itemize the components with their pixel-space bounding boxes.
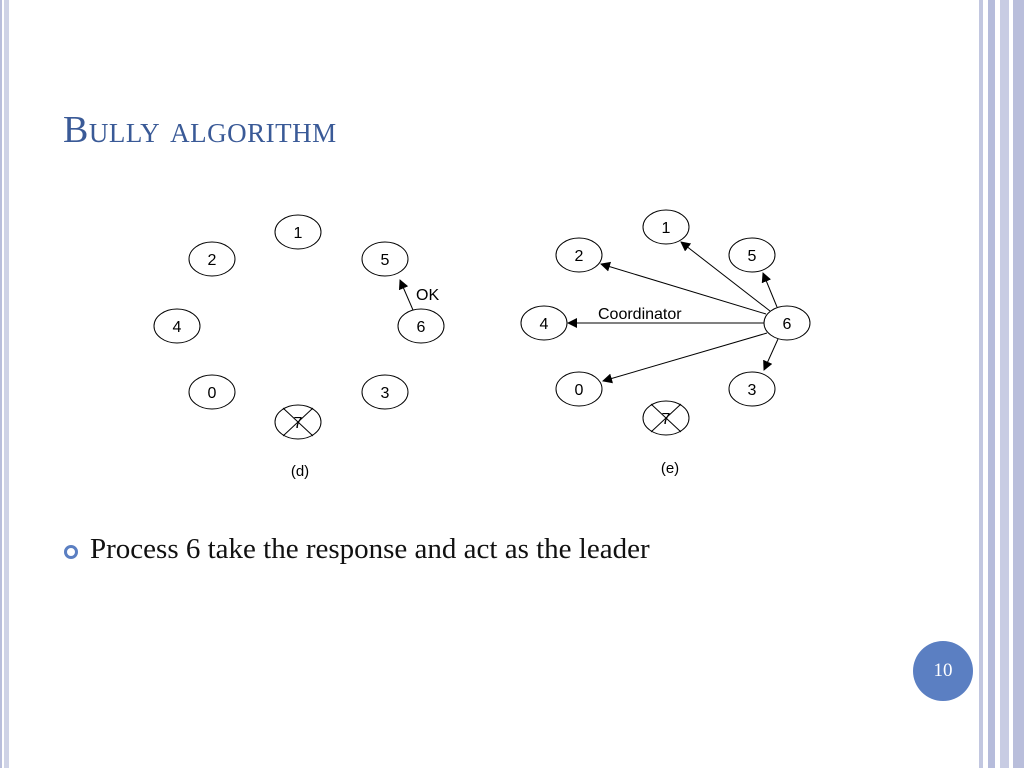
panel-d-node-7-label: 7 [294,415,303,432]
panel-e-node-5: 5 [728,237,776,273]
panel-d-ok-label: OK [416,287,439,304]
panel-e-arrow-to-0 [602,332,768,384]
panel-e-node-2-label: 2 [575,248,584,265]
slide-title: Bully algorithm [63,109,337,151]
bullet-circle-icon [64,544,78,559]
panel-e-node-6-label: 6 [783,316,792,333]
panel-d-node-5-label: 5 [381,252,390,269]
panel-d-node-2: 2 [188,241,236,277]
panel-d-node-4-label: 4 [173,319,182,336]
bullet-item: Process 6 take the response and act as t… [64,533,650,566]
panel-e-node-7-crashed: 7 [642,400,690,436]
panel-e-node-5-label: 5 [748,248,757,265]
panel-d-node-1-label: 1 [294,225,303,242]
panel-d-ok-arrow [398,279,414,311]
panel-d-caption: (d) [291,463,309,480]
panel-d-node-6: 6 [397,308,445,344]
panel-d-node-0: 0 [188,374,236,410]
panel-d-node-3: 3 [361,374,409,410]
panel-e-node-3-label: 3 [748,382,757,399]
panel-d-node-4: 4 [153,308,201,344]
panel-e-node-0: 0 [555,371,603,407]
panel-e-node-1-label: 1 [662,220,671,237]
page-number-badge: 10 [913,641,973,701]
panel-d-node-7-crashed: 7 [274,404,322,440]
panel-e-node-4-label: 4 [540,316,549,333]
panel-e-node-0-label: 0 [575,382,584,399]
panel-d-node-1: 1 [274,214,322,250]
panel-e-node-1: 1 [642,209,690,245]
panel-e-node-4: 4 [520,305,568,341]
panel-e-arrow-to-2 [600,261,767,315]
panel-d-node-6-label: 6 [417,319,426,336]
panel-e-arrow-to-1 [680,241,771,312]
bully-algorithm-diagram: 1 2 5 4 6 0 3 7 [153,209,811,480]
panel-e-node-2: 2 [555,237,603,273]
panel-d-node-2-label: 2 [208,252,217,269]
panel-e-node-7-label: 7 [662,411,671,428]
panel-d-node-3-label: 3 [381,385,390,402]
panel-e-arrow-to-3 [763,338,779,371]
bullet-text: Process 6 take the response and act as t… [90,533,650,565]
panel-d-node-5: 5 [361,241,409,277]
panel-e-coordinator-label: Coordinator [598,306,682,323]
panel-e-node-6: 6 [763,305,811,341]
panel-d-node-0-label: 0 [208,385,217,402]
slide-border-left [0,0,9,768]
panel-e-arrow-to-5 [761,272,778,308]
panel-e-caption: (e) [661,460,679,477]
slide-border-right [976,0,1024,768]
panel-e-node-3: 3 [728,371,776,407]
